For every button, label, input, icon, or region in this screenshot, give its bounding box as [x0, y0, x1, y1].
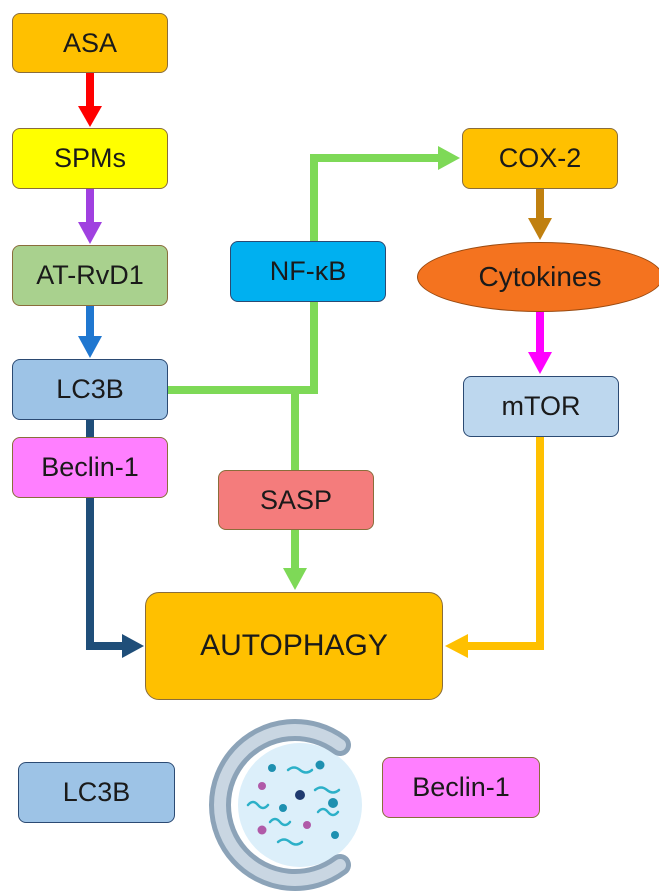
arrow-mtor-to-autophagy	[445, 437, 544, 658]
arrow-sasp-to-autophagy	[283, 530, 307, 590]
node-mtor: mTOR	[463, 376, 619, 437]
node-cox-2: COX-2	[462, 128, 618, 189]
arrow-atrvd1-to-lc3b	[78, 306, 102, 358]
legend-beclin-1: Beclin-1	[382, 757, 540, 818]
arrow-cytokines-to-mtor	[528, 312, 552, 374]
arrow-spms-to-atrvd1	[78, 189, 102, 244]
node-asa: ASA	[12, 13, 168, 73]
node-nf-kb: NF-κB	[230, 241, 386, 302]
arrow-lc3b-to-cox2	[168, 146, 460, 394]
arrow-asa-to-spms	[78, 73, 102, 127]
node-autophagy: AUTOPHAGY	[145, 592, 443, 700]
node-lc3b: LC3B	[12, 359, 168, 420]
arrow-cox2-to-cytokines	[528, 189, 552, 240]
autophagosome-icon	[209, 719, 362, 891]
node-sasp: SASP	[218, 470, 374, 530]
legend-lc3b: LC3B	[18, 762, 175, 823]
node-cytokines: Cytokines	[417, 242, 659, 312]
arrow-lc3b-to-autophagy	[86, 420, 144, 658]
node-beclin-1: Beclin-1	[12, 437, 168, 498]
node-at-rvd1: AT-RvD1	[12, 245, 168, 306]
node-spms: SPMs	[12, 128, 168, 189]
